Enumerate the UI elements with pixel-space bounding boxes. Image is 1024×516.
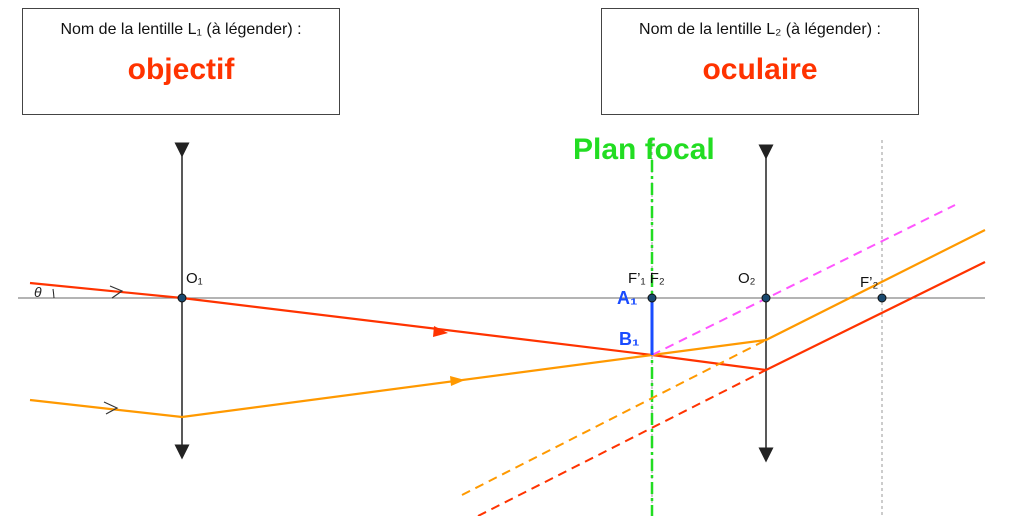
point-O1 bbox=[177, 293, 187, 303]
theta-angle-arc bbox=[52, 288, 55, 299]
virtual-ray-magenta bbox=[651, 204, 956, 356]
ray-arrow-orange bbox=[450, 376, 465, 386]
red-ray bbox=[29, 261, 986, 372]
lens1-prompt: Nom de la lentille L₁ (à légender) : bbox=[60, 21, 302, 38]
point-O2 bbox=[761, 293, 771, 303]
label-F1p-F2: F’₁ F₂ bbox=[628, 270, 665, 287]
label-F2p: F’₂ bbox=[860, 274, 878, 291]
label-O1: O₁ bbox=[186, 270, 203, 287]
label-A1: A₁ bbox=[617, 288, 637, 308]
ray-direction-chevron-red bbox=[109, 285, 124, 299]
lens2-prompt: Nom de la lentille L₂ (à légender) : bbox=[639, 21, 881, 38]
ray-direction-chevron-orange bbox=[103, 401, 119, 415]
virtual-ray-orange bbox=[461, 339, 767, 496]
focal-plane-label: Plan focal bbox=[573, 133, 715, 166]
point-F1p-F2 bbox=[647, 293, 657, 303]
theta-label: θ bbox=[34, 284, 42, 300]
orange-ray bbox=[29, 229, 986, 419]
lens2-name-box: Nom de la lentille L₂ (à légender) : ocu… bbox=[601, 8, 919, 115]
lens1-name-box: Nom de la lentille L₁ (à légender) : obj… bbox=[22, 8, 340, 115]
ray-arrow-red bbox=[433, 326, 448, 337]
lens2-name: oculaire bbox=[702, 53, 818, 86]
label-O2: O₂ bbox=[738, 270, 756, 287]
point-F2p bbox=[877, 293, 887, 303]
lens1-name: objectif bbox=[127, 53, 235, 86]
label-B1: B₁ bbox=[619, 329, 639, 349]
virtual-ray-red bbox=[477, 369, 767, 516]
